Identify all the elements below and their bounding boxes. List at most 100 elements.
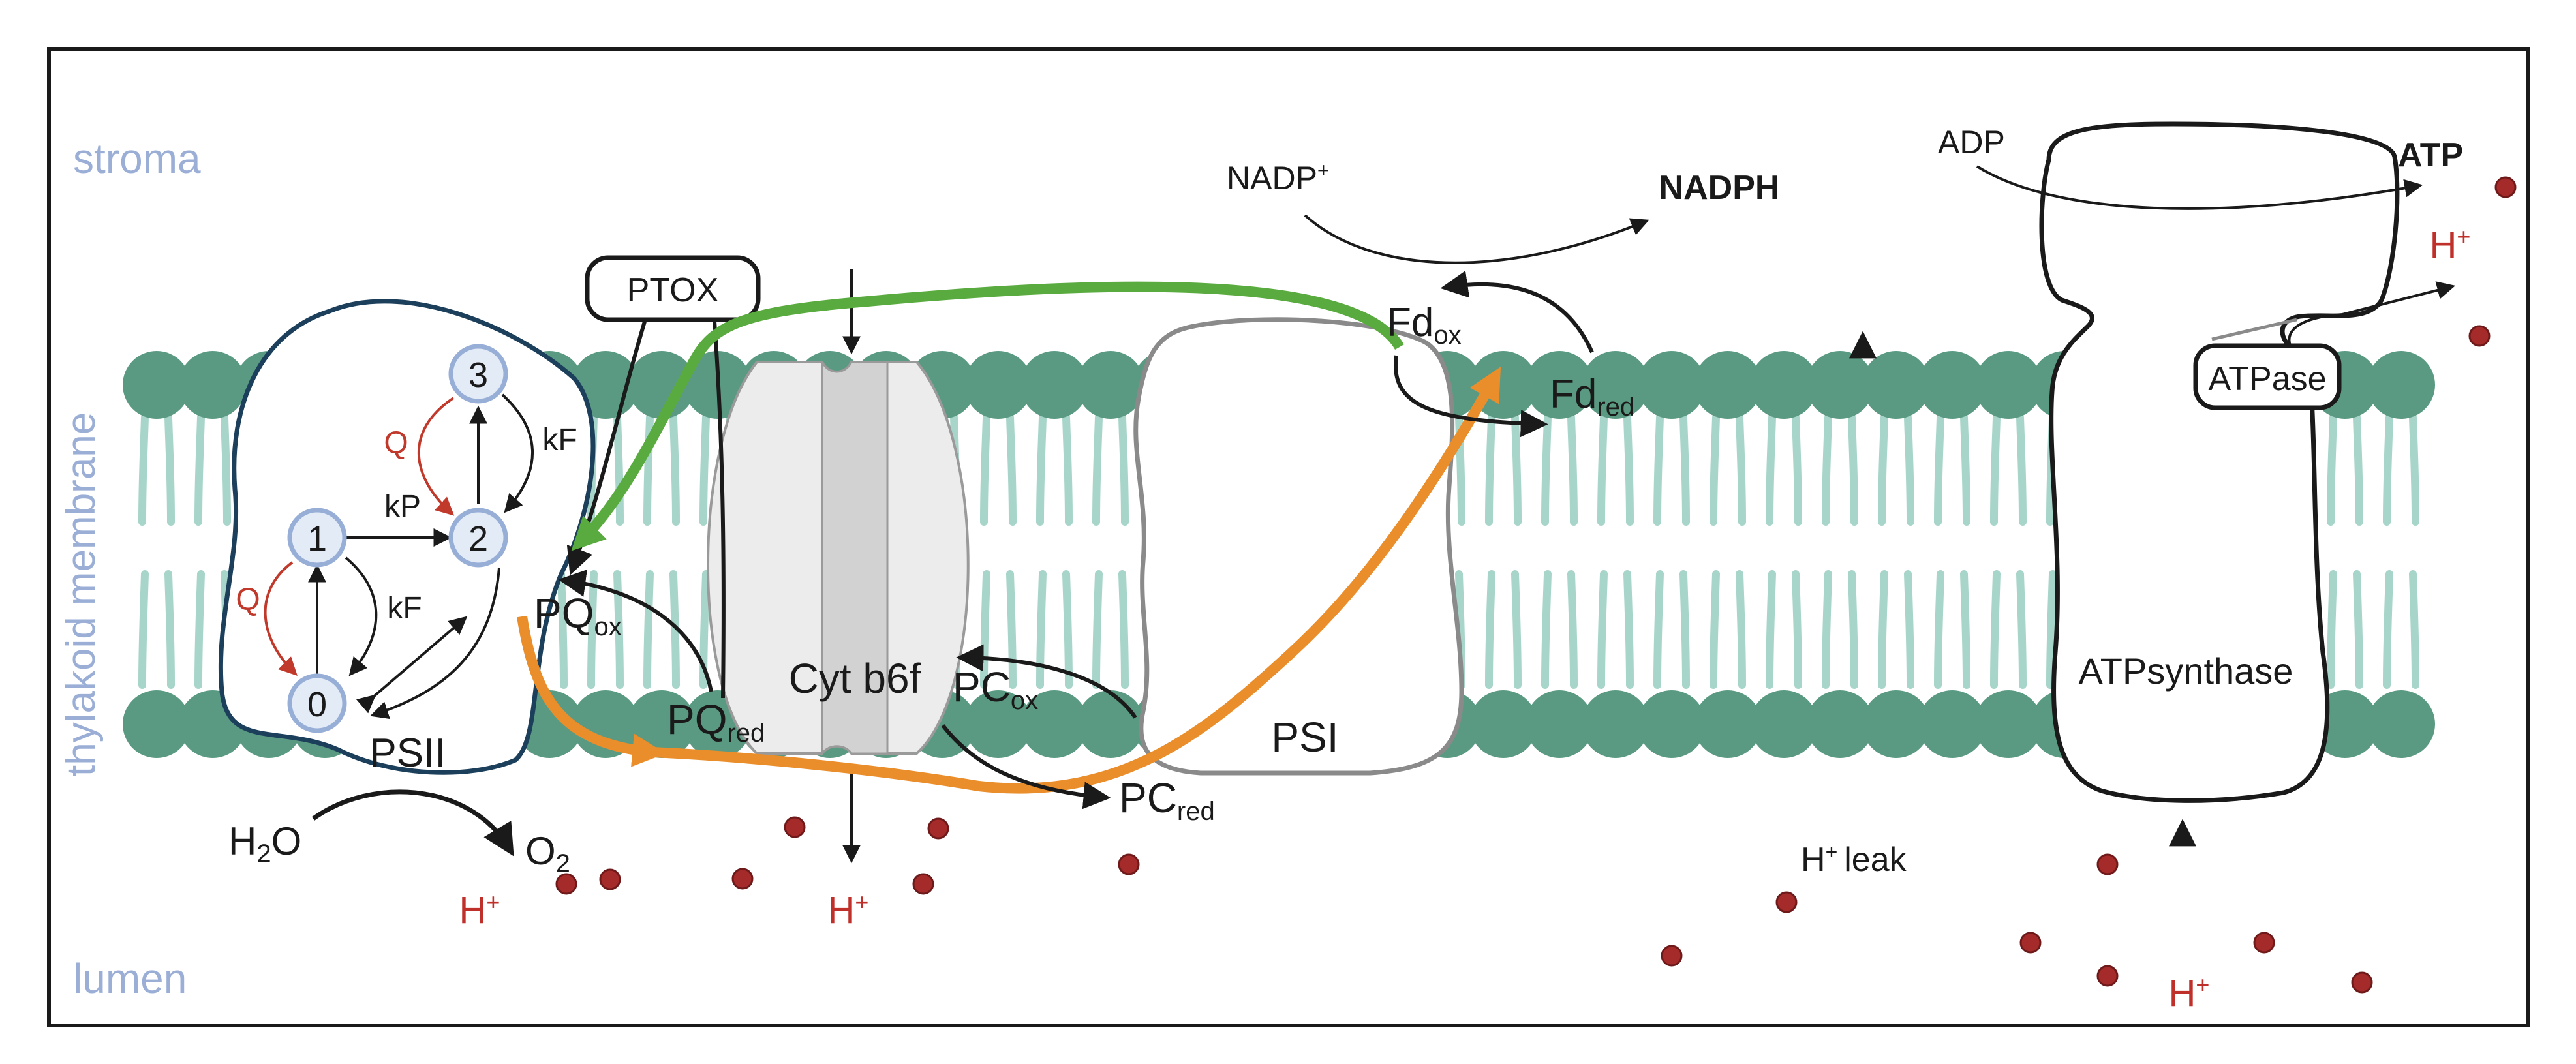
pqred-to-pqox-arrow (558, 570, 713, 692)
lipid-head (628, 351, 696, 419)
orange-psii-to-pq-flow (517, 615, 666, 767)
lipid-tail (1960, 414, 1970, 526)
lipid-tail (1485, 570, 1495, 689)
lipid-tail (1623, 570, 1634, 689)
lipid-tail (1567, 570, 1578, 689)
kf-arrow-3-to-2 (501, 393, 534, 513)
lipid-tail (1792, 414, 1802, 526)
lipid-head (179, 351, 247, 419)
proton-dot (2096, 853, 2119, 875)
lipid-tail (164, 570, 175, 689)
fd-red-label: Fdred (1550, 372, 1634, 421)
pc-ox-label: PCox (953, 663, 1038, 715)
pc-reduction-arrow (956, 644, 1137, 719)
proton-dot (2494, 176, 2517, 198)
lipid-tail (1541, 570, 1552, 689)
lipid-tail (1822, 414, 1832, 526)
lipid-head (1806, 690, 1874, 758)
proton-dot (2351, 971, 2373, 994)
kf-label-lower: kF (387, 591, 422, 626)
lipid-tail (1848, 414, 1858, 526)
lipid-tail (2353, 570, 2363, 689)
h2o-label: H2O (228, 819, 301, 868)
lipid-tail (2383, 414, 2393, 526)
lipid-tail (1653, 414, 1664, 526)
proton-dot (912, 873, 934, 895)
lipid-tail (1092, 414, 1103, 526)
lipid-tail (2016, 570, 2027, 689)
lipid-tail (2353, 414, 2363, 526)
lipid-tail (1623, 414, 1634, 526)
orange-linear-flow (652, 367, 1501, 794)
o2-label: O2 (525, 829, 570, 878)
kp-label: kP (384, 489, 421, 524)
lipid-tail (1597, 414, 1608, 526)
lipid-tail (1036, 570, 1047, 689)
atpase-gray-link (2211, 318, 2297, 341)
lipid-tail (1511, 570, 1522, 689)
lipid-head (1750, 351, 1818, 419)
lipid-tail (699, 414, 710, 526)
lipid-tail (1792, 570, 1802, 689)
psi-complex (1133, 317, 1464, 776)
pc-oxidation-arrow (941, 724, 1111, 810)
lipid-tail (1679, 414, 1690, 526)
stroma-label: stroma (73, 135, 201, 182)
pqred-to-ptox-line (713, 321, 726, 699)
h-plus-lumen-psii: H+ (459, 889, 500, 932)
ptox-box (585, 255, 761, 322)
h-plus-lumen-atp: H+ (2169, 971, 2210, 1014)
thylakoid-membrane-label: thylakoid membrane (59, 412, 104, 776)
lipid-head (1974, 351, 2042, 419)
proton-dot (927, 817, 949, 840)
lipid-tail (669, 414, 680, 526)
lipid-tail (1036, 414, 1047, 526)
state-3: 3 (448, 344, 508, 404)
ptox-label: PTOX (627, 271, 719, 309)
lipid-head (1638, 690, 1706, 758)
lipid-tail (1062, 414, 1073, 526)
state-2: 2 (448, 508, 508, 568)
lipid-tail (1006, 414, 1017, 526)
lipid-tail (2046, 570, 2057, 689)
atpase-box (2193, 343, 2342, 410)
atp-label: ATP (2398, 136, 2463, 174)
lipid-tail (1904, 570, 1914, 689)
lipid-tail (1118, 414, 1129, 526)
lipid-tail (980, 570, 990, 689)
lipid-head (1918, 351, 1986, 419)
lipid-tail (613, 570, 624, 689)
lipid-head (2367, 351, 2435, 419)
lipid-head (1918, 690, 1986, 758)
lipid-head (123, 690, 191, 758)
proton-dot (2468, 325, 2491, 347)
state-0: 0 (287, 673, 347, 733)
state-2-to-0-arrow (370, 567, 500, 720)
water-splitting-arrow (311, 789, 514, 857)
adp-label: ADP (1938, 124, 2005, 160)
lipid-head (1582, 351, 1649, 419)
lipid-head (1526, 690, 1593, 758)
lipid-head (1469, 690, 1537, 758)
lipid-tail (2327, 570, 2337, 689)
proton-dot (1661, 945, 1683, 967)
lipid-head (964, 351, 1032, 419)
lipid-head (1582, 690, 1649, 758)
lipid-tail (1736, 570, 1746, 689)
cyt-b6f-label: Cyt b6f (789, 655, 921, 702)
lipid-head (2367, 690, 2435, 758)
adp-to-atp-arrow (1976, 165, 2423, 210)
lipid-tail (1485, 414, 1495, 526)
lipid-head (123, 351, 191, 419)
lipid-tail (1511, 414, 1522, 526)
lipid-tail (1848, 570, 1858, 689)
lipid-tail (194, 570, 205, 689)
svg-text:3: 3 (468, 356, 488, 395)
lipid-tail (1597, 570, 1608, 689)
atp-synthase-complex (2039, 121, 2400, 803)
proton-dot (555, 873, 577, 895)
lipid-tail (1736, 414, 1746, 526)
lipid-tail (1990, 414, 2001, 526)
lipid-head (1806, 351, 1874, 419)
lipid-tail (643, 570, 654, 689)
